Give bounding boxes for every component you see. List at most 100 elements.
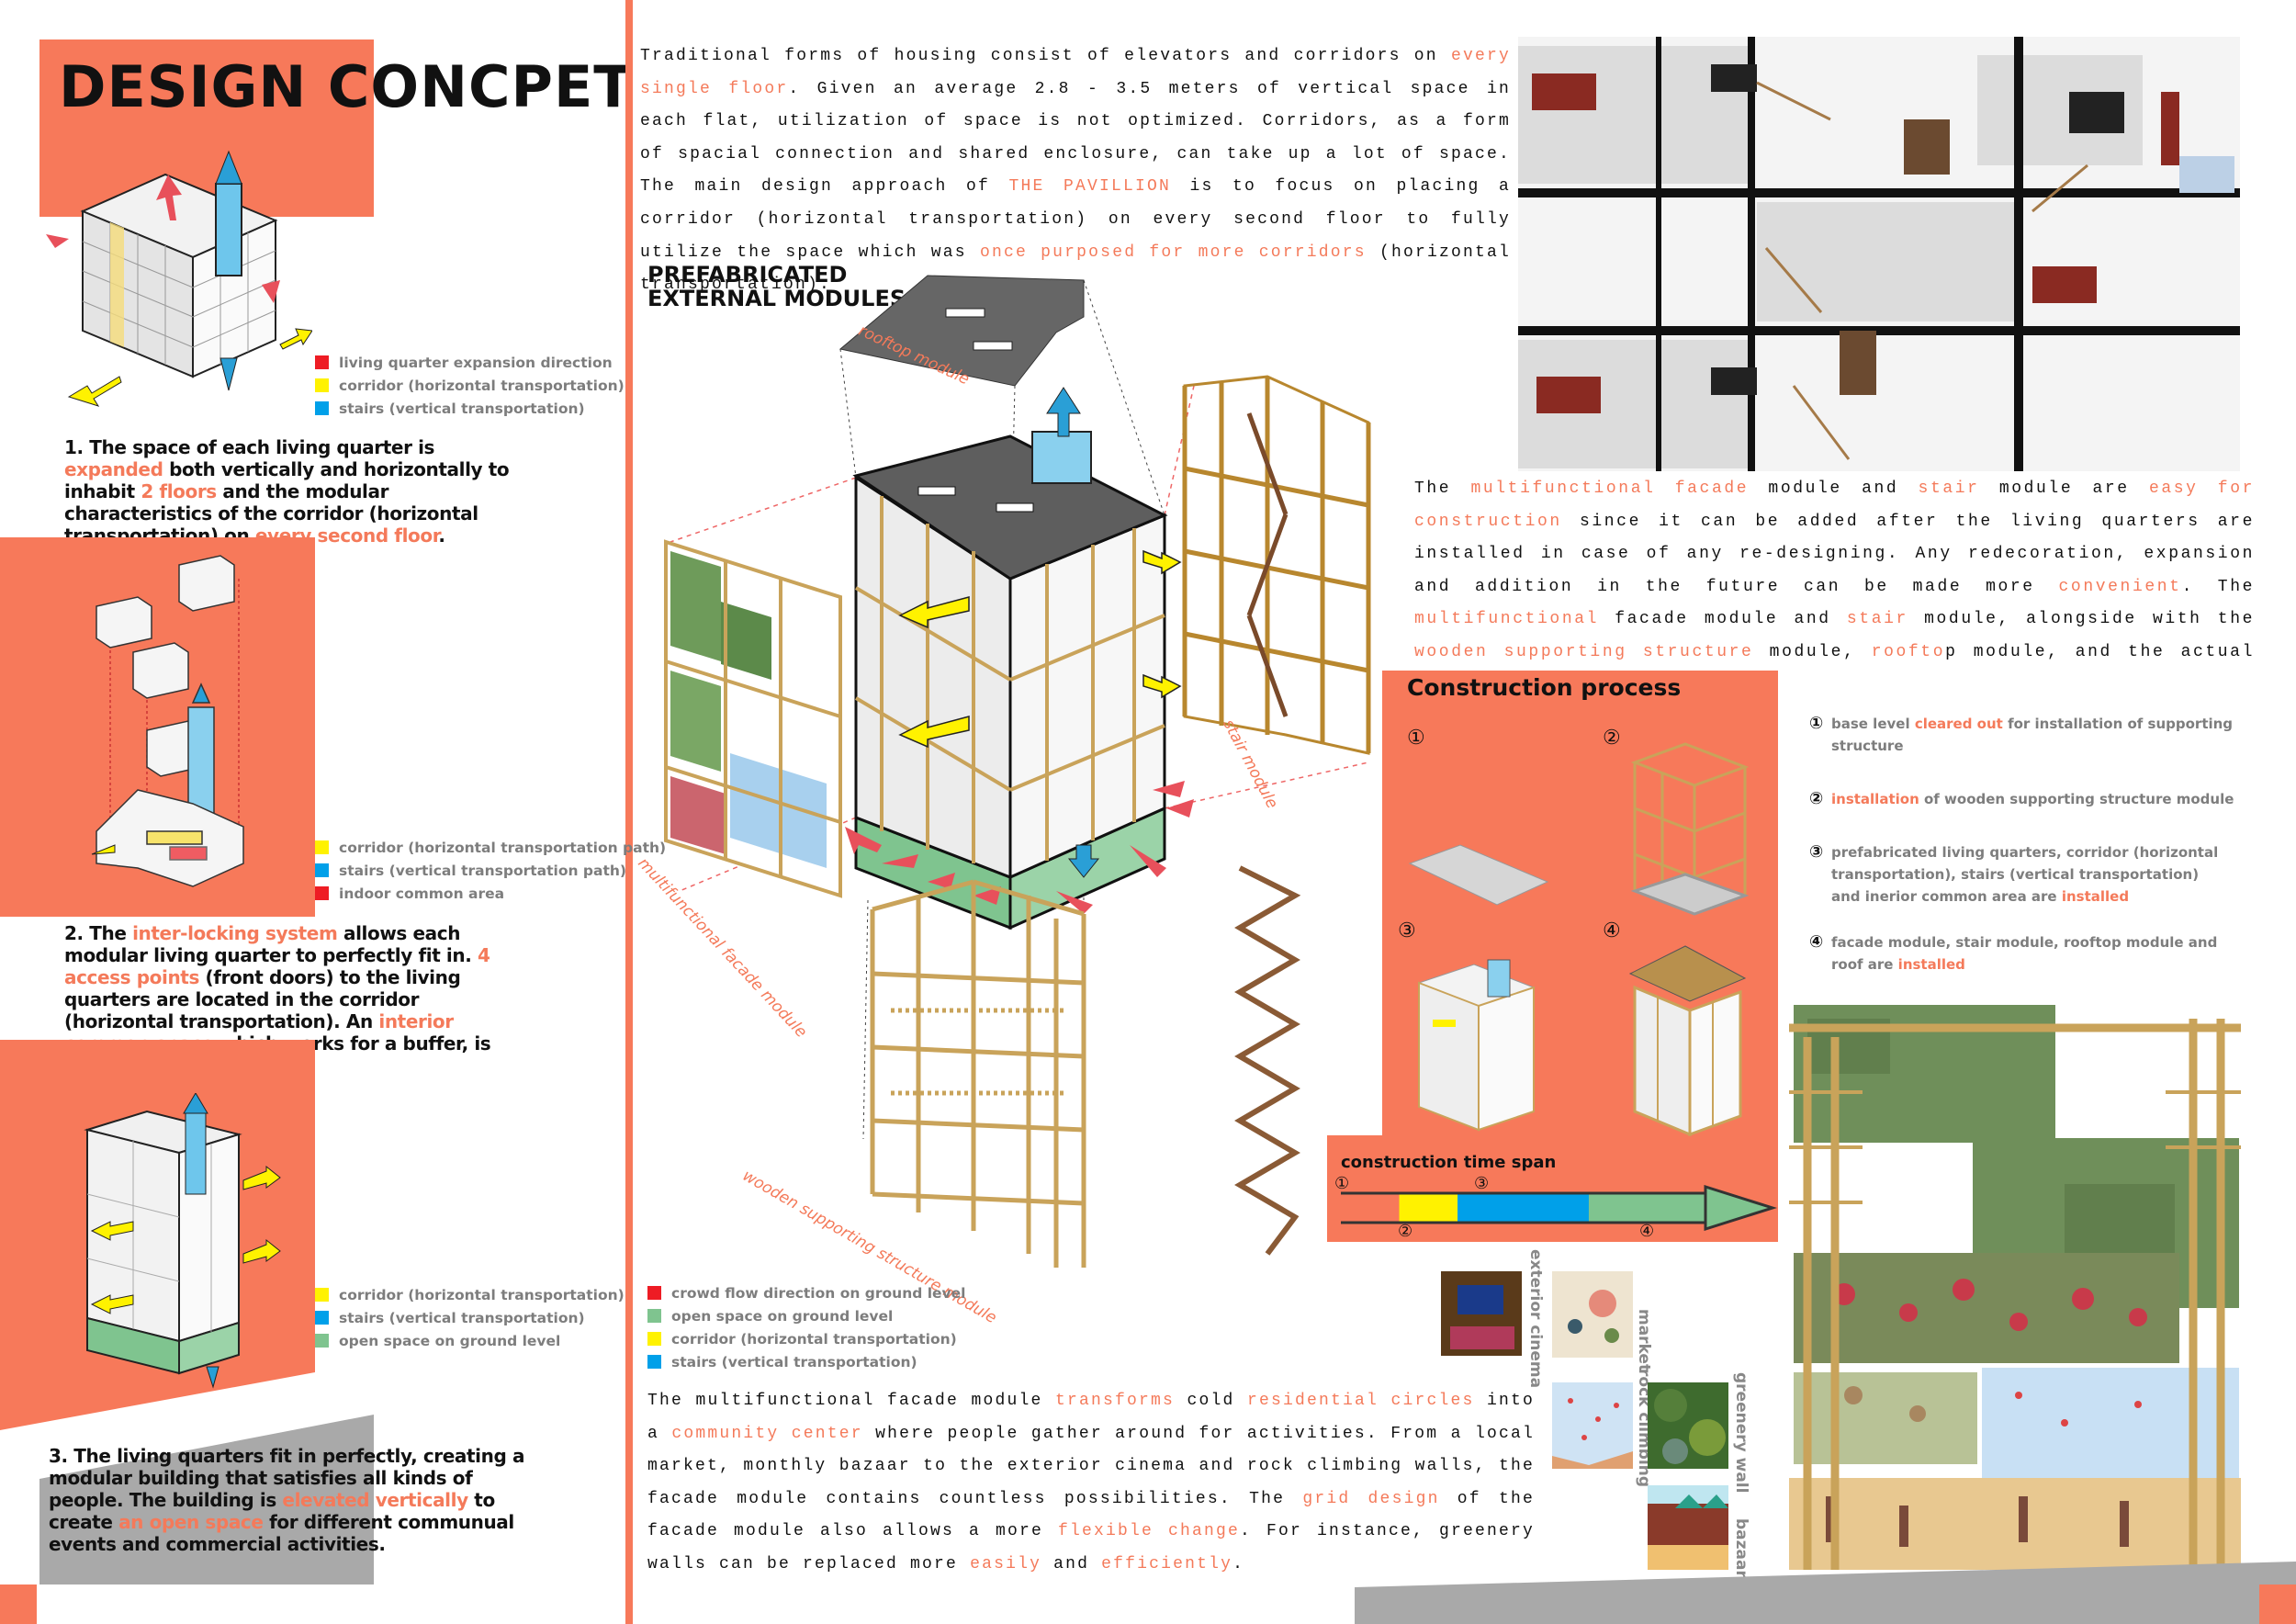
legend-swatch-red — [315, 355, 329, 369]
corridor-arrow-icon — [279, 328, 312, 350]
stair-box — [1031, 431, 1092, 484]
corridor-arrow-icon — [90, 1221, 134, 1241]
step-text: base level cleared out for installation … — [1831, 713, 2268, 757]
timeline-marker-2: ② — [1398, 1222, 1413, 1240]
legend-label: corridor (horizontal transportation) — [339, 1286, 625, 1303]
timeline-segment — [1588, 1194, 1706, 1222]
corridor-arrow-icon — [242, 1165, 281, 1190]
crowd-flow-arrow-icon — [845, 781, 1194, 914]
step-text: prefabricated living quarters, corridor … — [1831, 841, 2226, 908]
highlight-text: grid design — [1302, 1489, 1440, 1508]
interior-section-image — [1518, 37, 2240, 471]
legend-item: living quarter expansion direction — [315, 351, 625, 374]
corridor-arrow-icon — [898, 549, 1182, 749]
greenery-wall-image — [1648, 1382, 1728, 1469]
text-segment: and — [1041, 1554, 1102, 1573]
legend-label: open space on ground level — [339, 1332, 561, 1349]
timeline-marker-3: ③ — [1474, 1174, 1490, 1192]
text-segment: The multifunctional facade module — [647, 1392, 1055, 1410]
legend-label: stairs (vertical transportation) — [339, 1309, 585, 1326]
highlight-text: installed — [2061, 888, 2130, 905]
corridor-arrow-icon — [67, 376, 122, 407]
legend-label: corridor (horizontal transportation) — [339, 377, 625, 394]
highlight-text: multifunctional facade — [1470, 479, 1750, 498]
timespan-heading: construction time span — [1341, 1153, 1557, 1172]
greenery-wall-label: greenery wall — [1732, 1372, 1750, 1494]
text-segment: for different communual events and comme… — [49, 1511, 514, 1555]
stair-arrow-down-icon — [1067, 844, 1100, 878]
legend-label: stairs (vertical transportation) — [339, 400, 585, 417]
modules-heading-line2: EXTERNAL MODULES — [647, 286, 906, 311]
text-segment: module are — [1979, 479, 2149, 498]
interlocking-diagram — [91, 555, 244, 887]
highlight-text: 4 access points — [64, 944, 490, 988]
step-number: ① — [1407, 726, 1425, 749]
text-segment: allows each modular living quarter to pe… — [64, 922, 478, 966]
step-number: ④ — [1809, 932, 1824, 952]
legend-modules: crowd flow direction on ground level ope… — [647, 1281, 965, 1373]
rooftop-module — [838, 275, 1085, 387]
section3-gray-backdrop — [39, 1415, 374, 1585]
highlight-text: once purposed for more corridors — [979, 242, 1367, 262]
text-segment: for installation of supporting structure — [1831, 716, 2234, 754]
step3-building — [1417, 959, 1536, 1132]
step2-frame — [1630, 742, 1750, 916]
bazaar-image — [1648, 1485, 1728, 1570]
legend-swatch-yellow — [315, 840, 329, 854]
text-segment: of the facade module also allows a more — [647, 1489, 1536, 1541]
construction-heading: Construction process — [1407, 674, 1682, 701]
text-segment: where people gather around for activitie… — [647, 1424, 1535, 1508]
text-segment: module, — [1753, 642, 1872, 661]
stair-arrow-down-icon — [206, 1366, 219, 1389]
title-backdrop — [39, 39, 374, 217]
highlight-text: community center — [671, 1424, 863, 1443]
timeline-segment — [1458, 1194, 1590, 1222]
highlight-text: easily — [970, 1554, 1042, 1573]
highlight-text: cleared out — [1914, 716, 2003, 732]
text-segment: since it can be added after the living q… — [1414, 512, 2255, 596]
exterior-cinema-image — [1441, 1271, 1522, 1356]
legend-item: corridor (horizontal transportation) — [315, 1283, 625, 1306]
expansion-arrow-icon — [156, 175, 182, 220]
construction-timeline — [1341, 1185, 1777, 1231]
highlight-text: efficiently — [1101, 1554, 1233, 1573]
highlight-text: expanded — [64, 458, 163, 480]
legend-item: stairs (vertical transportation) — [315, 1306, 625, 1329]
stair-arrow-up-icon — [1046, 387, 1081, 437]
corridor-arrow-icon — [242, 1238, 281, 1264]
elevated-building-diagram — [84, 1093, 281, 1389]
expansion-arrow-icon — [262, 280, 280, 303]
timeline-marker-4: ④ — [1639, 1222, 1655, 1240]
highlight-text: residential circles — [1246, 1392, 1475, 1410]
market-label: market — [1635, 1309, 1653, 1372]
text-segment: facade module and — [1599, 610, 1847, 629]
legend-label: stairs (vertical transportation) — [671, 1353, 917, 1370]
text-segment: prefabricated living quarters, corridor … — [1831, 844, 2219, 905]
legend-label: open space on ground level — [671, 1307, 894, 1325]
central-building — [852, 434, 1168, 930]
highlight-text: wooden supporting structure — [1414, 642, 1754, 661]
stair-arrow-up-icon — [215, 150, 242, 185]
community-paragraph: The multifunctional facade module transf… — [647, 1385, 1535, 1582]
step-text: installation of wooden supporting struct… — [1831, 788, 2234, 810]
legend-swatch-blue — [647, 1355, 661, 1369]
corner-marker — [2259, 1585, 2296, 1624]
legend-item: stairs (vertical transportation) — [647, 1350, 965, 1373]
legend-swatch-blue — [315, 1311, 329, 1325]
highlight-text: convenient — [2058, 577, 2182, 596]
text-segment: . The — [2181, 577, 2255, 596]
highlight-text: THE PAVILLION — [1008, 177, 1172, 197]
highlight-text: roofto — [1871, 642, 1946, 661]
stair-arrow-up-icon — [183, 1093, 208, 1114]
text-segment: facade module, stair module, rooftop mod… — [1831, 934, 2218, 973]
highlight-text: 2 floors — [141, 480, 217, 502]
highlight-text: stair — [1846, 610, 1908, 629]
highlight-text: easy for construction — [1414, 479, 2256, 531]
timeline-segment — [1399, 1194, 1459, 1222]
highlight-text: multifunctional — [1414, 610, 1600, 629]
text-segment: cold — [1175, 1392, 1247, 1410]
timeline-arrowhead — [1704, 1185, 1777, 1231]
